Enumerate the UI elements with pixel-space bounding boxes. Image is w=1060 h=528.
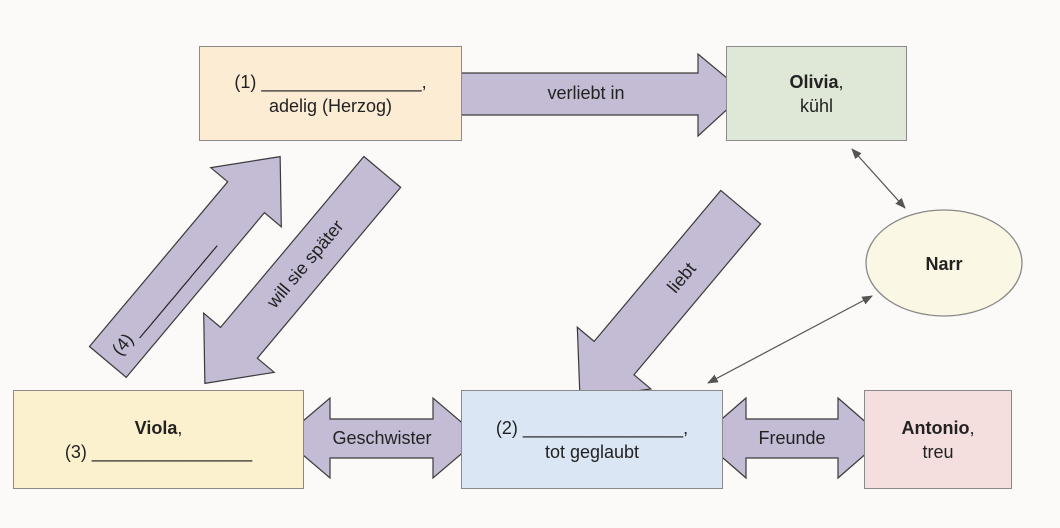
arrow-verliebt-in: verliebt in: [441, 52, 746, 138]
node-olivia: Olivia, kühl: [726, 46, 907, 141]
node-olivia-line1: Olivia,: [789, 71, 844, 92]
node-viola-line2: (3) ________________: [64, 441, 253, 462]
node-duke-line1: (1) ________________,: [234, 71, 427, 92]
arrow-freunde: Freunde: [699, 396, 885, 480]
arrow-verliebt-in-label: verliebt in: [547, 83, 624, 103]
connector-olivia-narr: [851, 148, 906, 209]
node-duke-line2: adelig (Herzog): [268, 95, 393, 116]
node-sebastian-line2: tot geglaubt: [544, 441, 640, 462]
arrow-four-label: (4) ____________: [108, 233, 219, 360]
node-viola-line1: Viola,: [134, 417, 183, 438]
arrow-geschwister: Geschwister: [282, 396, 481, 480]
connector-narr-sebastian: [707, 295, 873, 384]
node-sebastian: (2) ________________, tot geglaubt: [461, 390, 723, 489]
arrow-freunde-label: Freunde: [758, 428, 825, 448]
node-antonio: Antonio, treu: [864, 390, 1012, 489]
node-narr: [865, 209, 1023, 317]
node-narr-label: Narr: [925, 254, 962, 274]
node-olivia-line2: kühl: [799, 95, 834, 116]
node-antonio-line2: treu: [922, 441, 954, 462]
arrow-liebt: liebt: [576, 189, 762, 400]
node-viola: Viola, (3) ________________: [13, 390, 304, 489]
node-sebastian-line1: (2) ________________,: [495, 417, 689, 438]
node-duke: (1) ________________, adelig (Herzog): [199, 46, 462, 141]
node-antonio-line1: Antonio,: [901, 417, 975, 438]
arrow-geschwister-label: Geschwister: [332, 428, 431, 448]
